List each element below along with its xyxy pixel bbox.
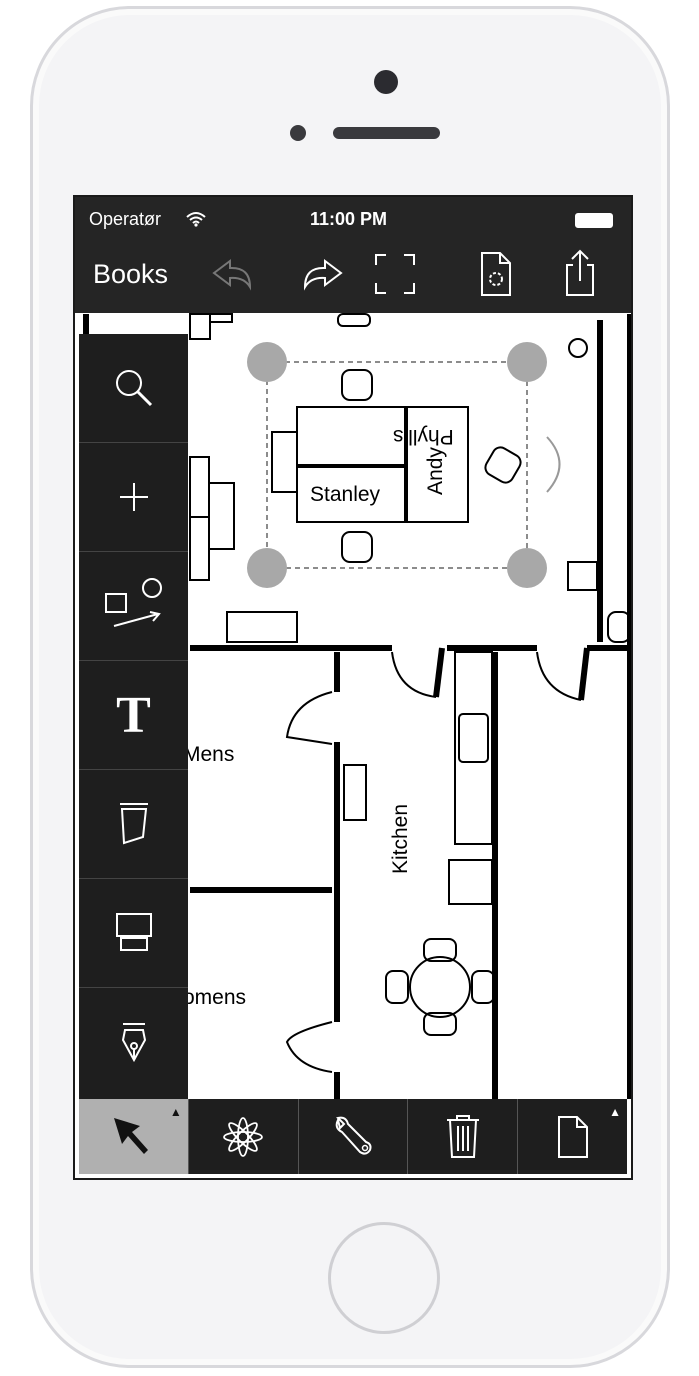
share-icon[interactable]	[555, 249, 605, 299]
sidebar-item-text[interactable]: T	[79, 661, 188, 770]
top-bar: Operatør 11:00 PM Books	[75, 197, 631, 313]
trash-icon	[446, 1114, 479, 1158]
sidebar-item-shapes[interactable]	[79, 552, 188, 661]
label-andy: Andy	[423, 447, 447, 495]
wrench-icon	[335, 1116, 372, 1155]
resize-handle[interactable]	[247, 342, 287, 382]
resize-handle[interactable]	[247, 548, 287, 588]
pen-nib-icon	[121, 1022, 146, 1062]
flower-icon	[223, 1116, 264, 1157]
bottom-toolbar: ▲ ▲	[79, 1099, 627, 1174]
shapes-connector-icon	[104, 578, 162, 627]
wifi-icon	[186, 212, 206, 227]
home-button[interactable]	[328, 1222, 440, 1334]
sidebar-item-pen[interactable]	[79, 988, 188, 1097]
furniture	[189, 313, 631, 1036]
bin-shape-icon	[119, 803, 148, 845]
books-button[interactable]: Books	[93, 259, 169, 289]
undo-icon[interactable]	[210, 249, 260, 299]
redo-icon[interactable]	[295, 249, 345, 299]
label-kitchen: Kitchen	[389, 803, 413, 875]
selection-box[interactable]	[247, 342, 561, 588]
label-womens: omens	[183, 986, 247, 1009]
document-settings-icon[interactable]	[470, 249, 520, 299]
battery-icon	[575, 213, 613, 228]
resize-handle[interactable]	[507, 548, 547, 588]
tool-sidebar: T	[79, 334, 188, 1099]
sidebar-item-add[interactable]	[79, 443, 188, 552]
plus-icon	[119, 483, 148, 511]
label-stanley: Stanley	[310, 483, 381, 506]
submenu-indicator-icon: ▲	[169, 1105, 182, 1119]
sidebar-item-search[interactable]	[79, 334, 188, 443]
text-tool-icon: T	[116, 686, 151, 744]
carrier: Operatør	[89, 209, 162, 229]
page-icon	[557, 1115, 588, 1158]
doors	[285, 651, 582, 1073]
decorations-button[interactable]	[189, 1099, 299, 1174]
speaker	[333, 127, 440, 139]
screen: Phyllis Stanley Andy Mens omens Kitchen …	[73, 195, 633, 1180]
resize-handle[interactable]	[507, 342, 547, 382]
label-phyllis: Phyllis	[393, 425, 454, 448]
select-tool-button[interactable]: ▲	[79, 1099, 189, 1174]
page-button[interactable]: ▲	[518, 1099, 627, 1174]
search-icon	[115, 370, 152, 407]
submenu-indicator-icon: ▲	[609, 1105, 621, 1119]
camera	[374, 70, 398, 94]
tools-button[interactable]	[299, 1099, 409, 1174]
clock: 11:00 PM	[310, 209, 388, 229]
floor-plan-canvas[interactable]	[75, 197, 633, 1180]
sidebar-item-furniture[interactable]	[79, 770, 188, 879]
sensor	[290, 125, 306, 141]
walls	[83, 314, 631, 1099]
sidebar-item-screen[interactable]	[79, 879, 188, 988]
arrow-pointer-icon	[114, 1117, 149, 1154]
delete-button[interactable]	[408, 1099, 519, 1174]
label-mens: Mens	[183, 743, 235, 766]
rotate-handle-icon[interactable]	[546, 436, 561, 493]
monitor-icon	[115, 913, 152, 951]
fullscreen-icon[interactable]	[370, 249, 420, 299]
